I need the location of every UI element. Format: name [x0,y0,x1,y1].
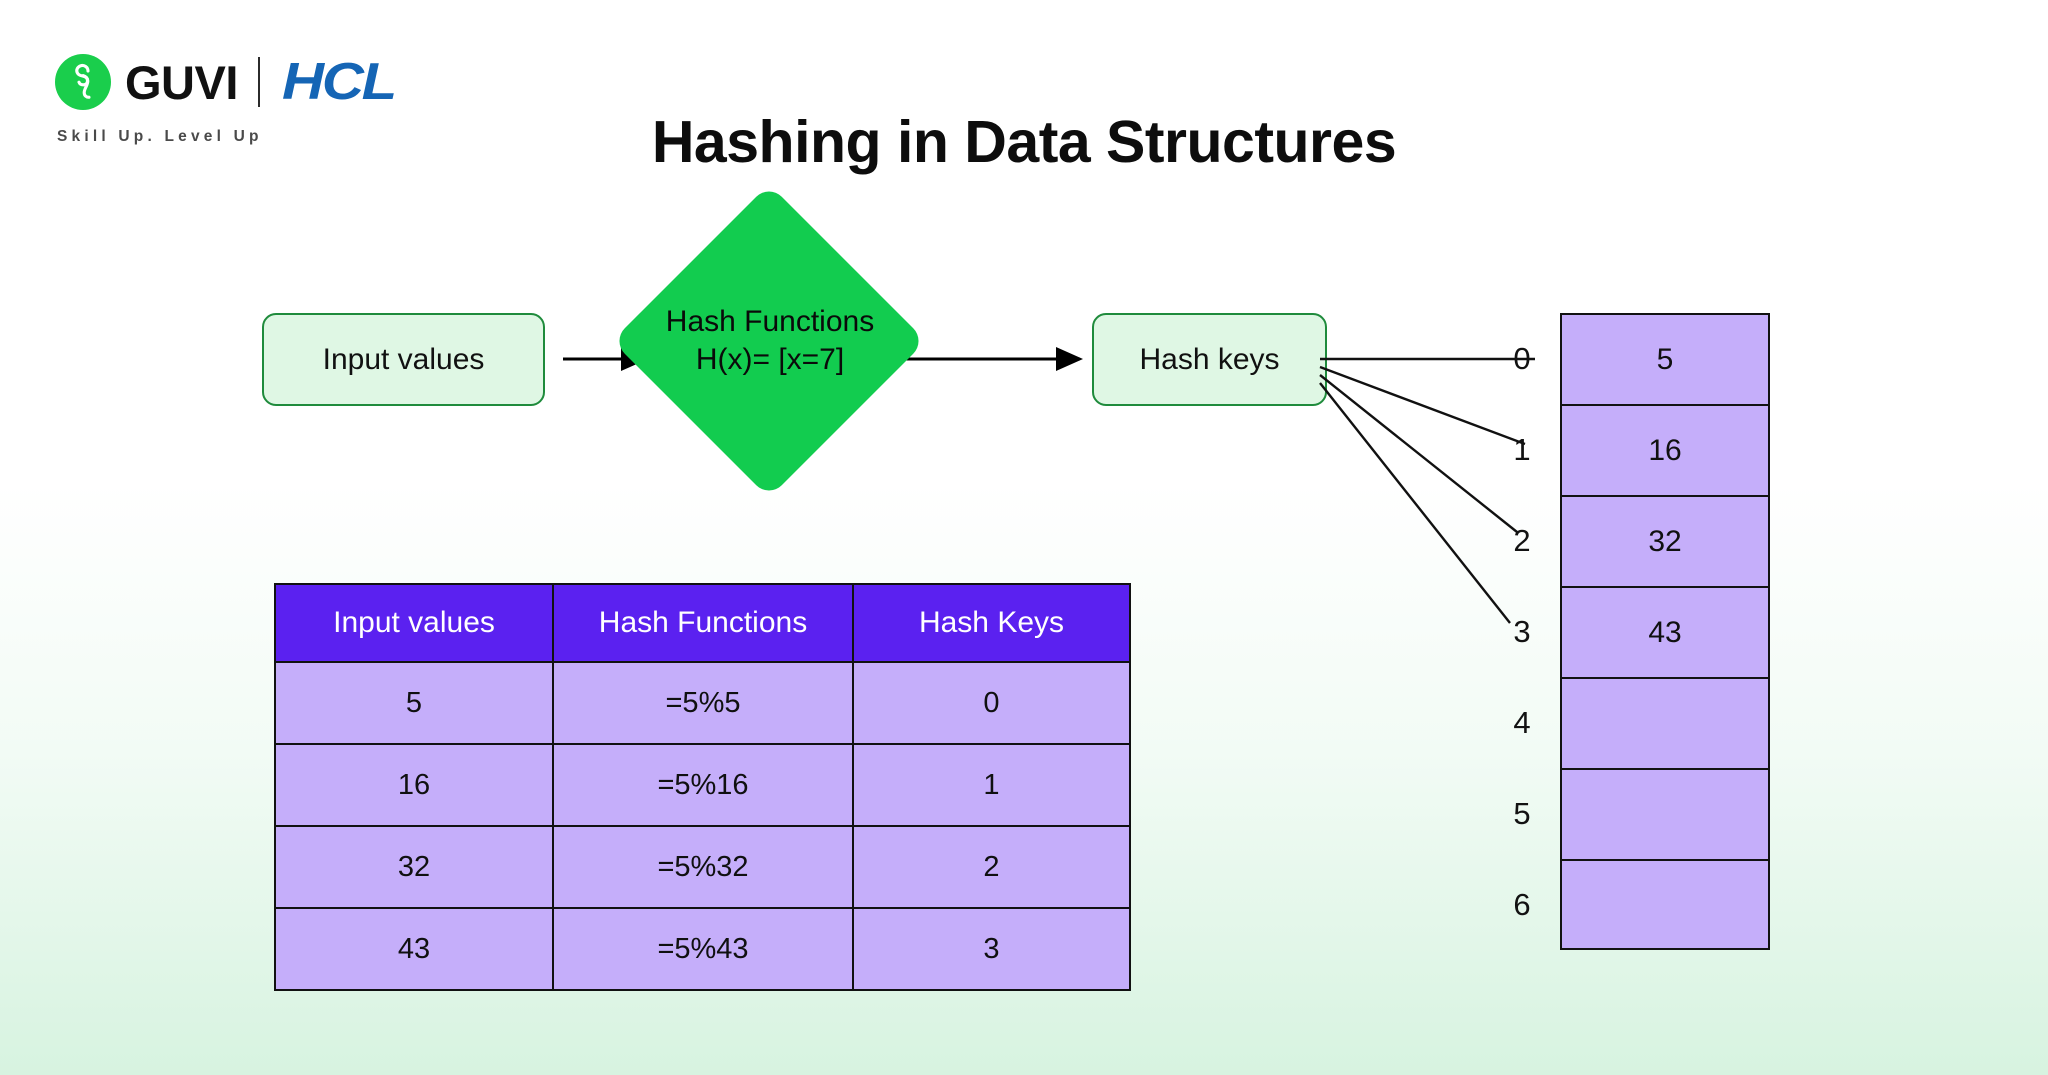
slot-index-label: 4 [1513,704,1531,740]
cell-hash-function: =5%32 [552,825,854,909]
hcl-wordmark: HCL [281,53,397,111]
slot-value-cell: 16 [1560,404,1770,495]
hash-slot: 0 5 [1513,313,1770,404]
slot-value-cell: 43 [1560,586,1770,677]
cell-input-value: 5 [274,661,554,745]
column-header-input-values: Input values [274,583,554,663]
cell-hash-function: =5%43 [552,907,854,991]
hash-keys-node[interactable]: Hash keys [1092,313,1327,406]
table-header-row: Input values Hash Functions Hash Keys [274,583,1131,663]
slot-index-label: 3 [1513,613,1531,649]
page-title: Hashing in Data Structures [651,109,1397,175]
column-header-hash-functions: Hash Functions [552,583,854,663]
slot-index-label: 6 [1513,886,1531,922]
logo-row: GUVI HCL [55,48,615,116]
slot-value-cell [1560,768,1770,859]
guvi-g-mark-icon [55,54,111,110]
brand-header: GUVI HCL Skill Up. Level Up [55,48,615,168]
hash-slot: 2 32 [1513,495,1770,586]
hashing-data-table: Input values Hash Functions Hash Keys 5 … [274,583,1131,991]
cell-hash-key: 2 [852,825,1131,909]
hashkey-connector-lines [1319,357,1535,624]
hash-slot: 6 [1513,859,1770,950]
slot-value-cell: 5 [1560,313,1770,404]
brand-divider [257,57,260,107]
cell-hash-key: 3 [852,907,1131,991]
brand-tagline: Skill Up. Level Up [57,128,263,145]
slot-index-label: 5 [1513,795,1531,831]
hash-slot: 4 [1513,677,1770,768]
hash-function-title: Hash Functions [665,305,875,338]
table-row: 32 =5%32 2 [274,825,1131,909]
flow-diagram: Input values Hash Functions H(x)= [x=7] … [0,184,1500,525]
hash-slot: 5 [1513,768,1770,859]
hash-slot: 1 16 [1513,404,1770,495]
hash-slot: 3 43 [1513,586,1770,677]
slot-index-label: 1 [1513,431,1531,467]
cell-hash-function: =5%5 [552,661,854,745]
cell-hash-key: 1 [852,743,1131,827]
slot-value-cell [1560,859,1770,950]
hash-function-label: Hash Functions H(x)= [x=7] [630,303,910,380]
slot-index-label: 0 [1513,340,1531,376]
cell-input-value: 43 [274,907,554,991]
hash-table-array: 0 5 1 16 2 32 3 43 4 5 6 [1513,313,1770,950]
slot-index-label: 2 [1513,522,1531,558]
slot-value-cell: 32 [1560,495,1770,586]
column-header-hash-keys: Hash Keys [852,583,1131,663]
slot-value-cell [1560,677,1770,768]
cell-hash-function: =5%16 [552,743,854,827]
cell-input-value: 16 [274,743,554,827]
cell-input-value: 32 [274,825,554,909]
input-values-node[interactable]: Input values [262,313,545,406]
guvi-wordmark: GUVI [125,55,238,109]
hash-function-formula: H(x)= [x=7] [695,343,845,377]
table-row: 43 =5%43 3 [274,907,1131,991]
cell-hash-key: 0 [852,661,1131,745]
table-row: 5 =5%5 0 [274,661,1131,745]
table-row: 16 =5%16 1 [274,743,1131,827]
